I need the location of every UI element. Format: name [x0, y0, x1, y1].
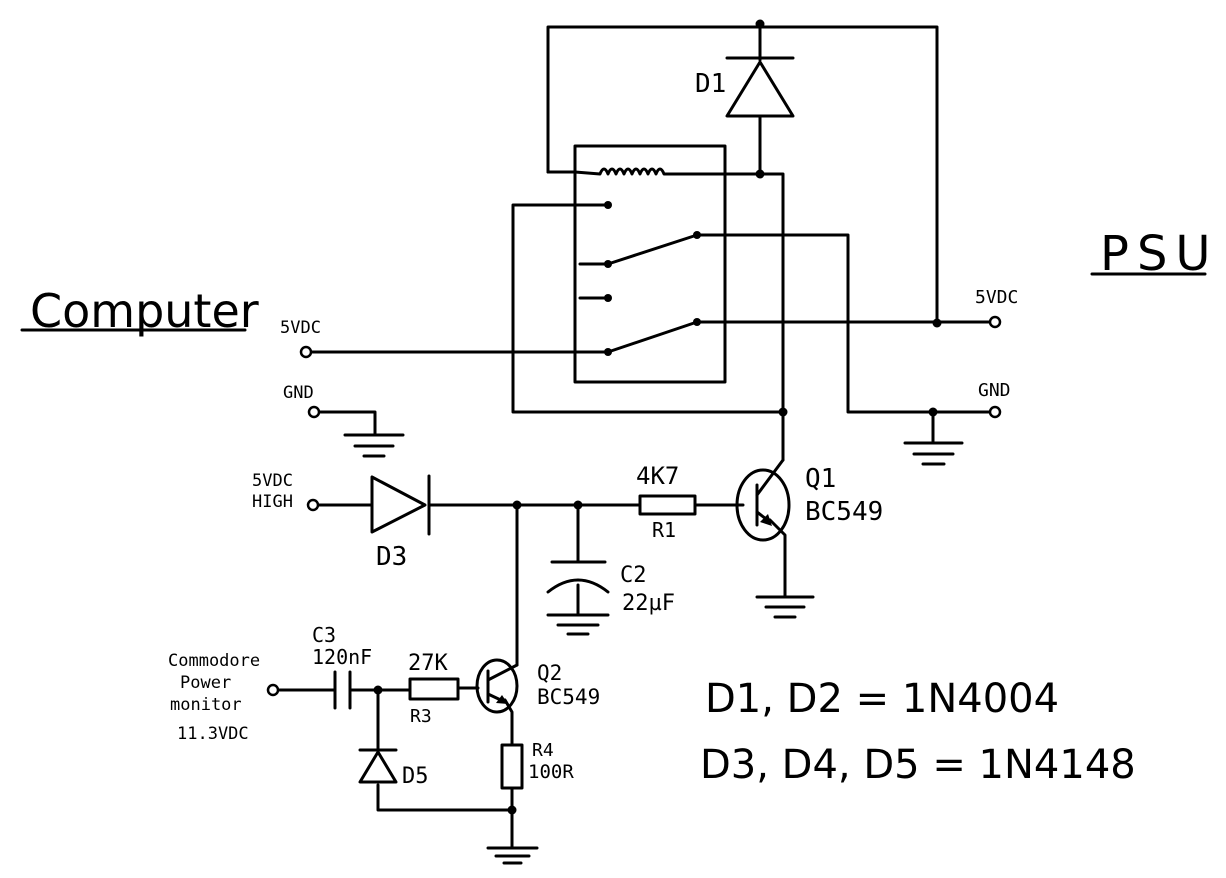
comp-high-label-1: 5VDC	[252, 471, 293, 491]
transistor-q1	[735, 458, 791, 542]
r3-ref: R3	[410, 706, 432, 727]
d1-ref: D1	[695, 69, 726, 99]
relay-switch-1	[606, 233, 699, 266]
q1-value: BC549	[805, 497, 883, 527]
d3-ref: D3	[376, 542, 407, 572]
comp-5v-label: 5VDC	[280, 318, 321, 338]
comp-gnd-label: GND	[283, 383, 314, 403]
relay	[546, 144, 762, 384]
psu-5v-label: 5VDC	[975, 287, 1018, 308]
resistor-r1	[638, 494, 697, 516]
q2-ref: Q2	[537, 661, 562, 685]
transistor-q2	[475, 658, 519, 714]
c2-value: 22µF	[622, 591, 675, 616]
c3-ref: C3	[312, 623, 336, 647]
relay-switch-2	[606, 320, 699, 354]
monitor-label-3: monitor	[170, 695, 242, 715]
diode-d1	[725, 56, 795, 118]
comp-high-label-2: HIGH	[252, 492, 293, 512]
resistor-r3	[408, 677, 460, 701]
note-line-2: D3, D4, D5 = 1N4148	[700, 742, 1136, 788]
resistor-r4	[500, 743, 524, 790]
d5-ref: D5	[402, 764, 429, 789]
monitor-label-2: Power	[180, 673, 231, 693]
c3-value: 120nF	[312, 645, 372, 669]
q2-value: BC549	[537, 685, 600, 709]
r1-value: 4K7	[636, 462, 679, 490]
terminals	[266, 315, 1002, 697]
monitor-label-4: 11.3VDC	[177, 724, 249, 744]
c2-ref: C2	[620, 563, 647, 588]
capacitor-c3	[333, 670, 352, 710]
relay-coil	[546, 167, 762, 176]
diode-d3	[370, 474, 431, 536]
capacitor-c2	[546, 560, 610, 594]
note-line-1: D1, D2 = 1N4004	[705, 676, 1059, 722]
relay-body	[573, 144, 727, 384]
ground-symbols	[343, 433, 964, 865]
q1-ref: Q1	[805, 464, 836, 494]
r4-ref: R4	[532, 740, 554, 761]
r1-ref: R1	[652, 518, 676, 542]
diode-d5	[358, 748, 398, 784]
wires	[276, 25, 992, 850]
r4-value: 100R	[528, 761, 574, 783]
junctions	[373, 19, 942, 815]
monitor-label-1: Commodore	[168, 651, 260, 671]
psu-gnd-label: GND	[978, 380, 1011, 401]
r3-value: 27K	[408, 651, 448, 676]
